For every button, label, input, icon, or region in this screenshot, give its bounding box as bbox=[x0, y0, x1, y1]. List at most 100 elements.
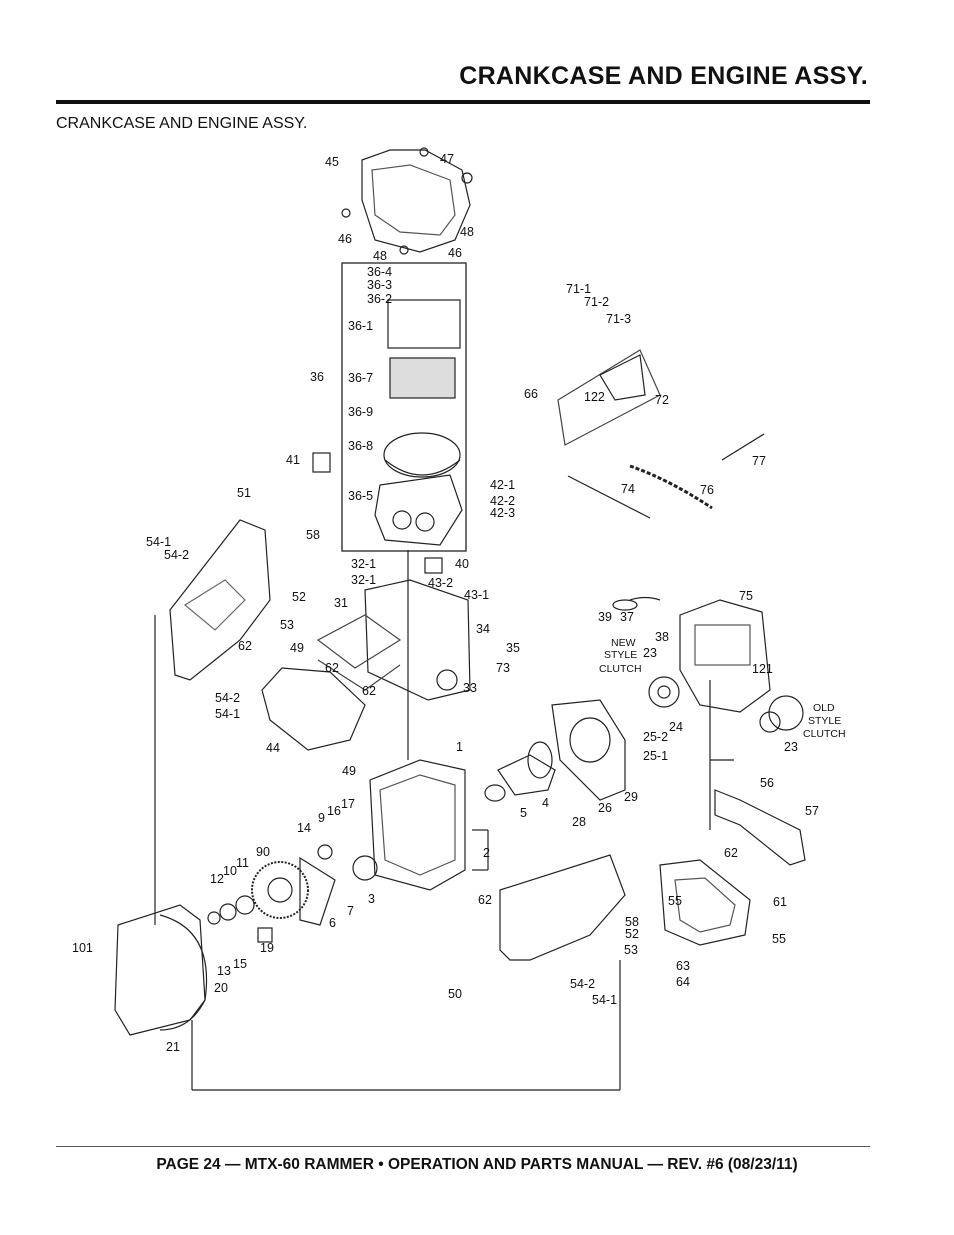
part-number-label: 62 bbox=[362, 684, 376, 698]
part-number-label: 37 bbox=[620, 610, 634, 624]
part-number-label: 55 bbox=[668, 894, 682, 908]
part-number-label: 36-1 bbox=[348, 319, 373, 333]
part-number-label: 54-2 bbox=[164, 548, 189, 562]
part-number-label: 36-9 bbox=[348, 405, 373, 419]
part-number-label: 24 bbox=[669, 720, 683, 734]
part-number-label: 101 bbox=[72, 941, 93, 955]
part-number-label: 19 bbox=[260, 941, 274, 955]
part-number-label: 66 bbox=[524, 387, 538, 401]
part-number-label: 54-1 bbox=[592, 993, 617, 1007]
part-number-label: 12 bbox=[210, 872, 224, 886]
part-number-label: 46 bbox=[448, 246, 462, 260]
part-number-label: 40 bbox=[455, 557, 469, 571]
part-number-label: 48 bbox=[373, 249, 387, 263]
part-number-label: 11 bbox=[236, 856, 249, 870]
part-number-label: 2 bbox=[483, 846, 490, 860]
part-number-label: 48 bbox=[460, 225, 474, 239]
part-number-label: 31 bbox=[334, 596, 348, 610]
part-number-label: 46 bbox=[338, 232, 352, 246]
part-number-label: 56 bbox=[760, 776, 774, 790]
part-number-label: 17 bbox=[341, 797, 355, 811]
part-number-label: 55 bbox=[772, 932, 786, 946]
part-number-label: 71-3 bbox=[606, 312, 631, 326]
part-number-label: 58 bbox=[625, 915, 639, 929]
part-number-label: 44 bbox=[266, 741, 280, 755]
part-number-label: 5 bbox=[520, 806, 527, 820]
part-number-label: 71-2 bbox=[584, 295, 609, 309]
part-number-label: 53 bbox=[624, 943, 638, 957]
part-number-label: 10 bbox=[223, 864, 237, 878]
old-style-clutch-callout-line: CLUTCH bbox=[803, 728, 846, 740]
part-number-label: 49 bbox=[342, 764, 356, 778]
part-number-label: 75 bbox=[739, 589, 753, 603]
part-number-label: 45 bbox=[325, 155, 339, 169]
part-number-label: 77 bbox=[752, 454, 766, 468]
part-number-label: 62 bbox=[478, 893, 492, 907]
part-number-label: 42-3 bbox=[490, 506, 515, 520]
part-number-label: 49 bbox=[290, 641, 304, 655]
part-number-label: 36-2 bbox=[367, 292, 392, 306]
part-number-label: 54-2 bbox=[215, 691, 240, 705]
part-number-label: 25-2 bbox=[643, 730, 668, 744]
part-number-label: 14 bbox=[297, 821, 311, 835]
part-number-label: 25-1 bbox=[643, 749, 668, 763]
footer-divider bbox=[56, 1146, 870, 1147]
diagram-artwork bbox=[114, 147, 806, 1091]
part-number-label: 28 bbox=[572, 815, 586, 829]
part-number-label: 64 bbox=[676, 975, 690, 989]
part-number-label: 32-1 bbox=[351, 557, 376, 571]
part-number-label: 36-7 bbox=[348, 371, 373, 385]
part-number-label: 16 bbox=[327, 804, 341, 818]
part-number-label: 50 bbox=[448, 987, 462, 1001]
part-number-label: 90 bbox=[256, 845, 270, 859]
part-number-label: 51 bbox=[237, 486, 251, 500]
page-title: CRANKCASE AND ENGINE ASSY. bbox=[459, 62, 868, 90]
part-number-label: 26 bbox=[598, 801, 612, 815]
part-number-label: 34 bbox=[476, 622, 490, 636]
part-number-label: 121 bbox=[752, 662, 773, 676]
part-number-label: 36-8 bbox=[348, 439, 373, 453]
part-number-label: 57 bbox=[805, 804, 819, 818]
part-number-label: 33 bbox=[463, 681, 477, 695]
part-number-label: 36-5 bbox=[348, 489, 373, 503]
part-number-label: 62 bbox=[724, 846, 738, 860]
part-number-label: 4 bbox=[542, 796, 549, 810]
part-number-label: 36-3 bbox=[367, 278, 392, 292]
part-number-label: 43-1 bbox=[464, 588, 489, 602]
title-divider bbox=[56, 100, 870, 104]
new-style-clutch-callout-line: CLUTCH bbox=[599, 663, 642, 675]
part-number-label: 20 bbox=[214, 981, 228, 995]
part-number-label: 1 bbox=[456, 740, 463, 754]
part-number-label: 23 bbox=[784, 740, 798, 754]
part-number-label: 62 bbox=[238, 639, 252, 653]
part-number-label: 3 bbox=[368, 892, 375, 906]
new-style-clutch-callout-line: NEW bbox=[611, 637, 636, 649]
part-number-label: 72 bbox=[655, 393, 669, 407]
part-number-label: 76 bbox=[700, 483, 714, 497]
part-number-label: 9 bbox=[318, 811, 325, 825]
part-number-label: 54-2 bbox=[570, 977, 595, 991]
section-heading: CRANKCASE AND ENGINE ASSY. bbox=[56, 115, 308, 132]
part-number-label: 54-1 bbox=[146, 535, 171, 549]
part-number-label: 47 bbox=[440, 152, 454, 166]
new-style-clutch-callout-line: STYLE bbox=[604, 649, 637, 661]
part-number-label: 23 bbox=[643, 646, 657, 660]
part-number-label: 42-2 bbox=[490, 494, 515, 508]
part-number-label: 73 bbox=[496, 661, 510, 675]
part-number-label: 38 bbox=[655, 630, 669, 644]
part-number-label: 29 bbox=[624, 790, 638, 804]
part-number-label: 122 bbox=[584, 390, 605, 404]
part-number-label: 7 bbox=[347, 904, 354, 918]
part-number-label: 15 bbox=[233, 957, 247, 971]
page-footer: PAGE 24 — MTX-60 RAMMER • OPERATION AND … bbox=[156, 1156, 798, 1173]
part-number-label: 42-1 bbox=[490, 478, 515, 492]
part-number-label: 62 bbox=[325, 661, 339, 675]
part-number-label: 53 bbox=[280, 618, 294, 632]
part-number-label: 71-1 bbox=[566, 282, 591, 296]
part-number-label: 32-1 bbox=[351, 573, 376, 587]
part-number-label: 54-1 bbox=[215, 707, 240, 721]
part-number-label: 58 bbox=[306, 528, 320, 542]
part-number-label: 43-2 bbox=[428, 576, 453, 590]
